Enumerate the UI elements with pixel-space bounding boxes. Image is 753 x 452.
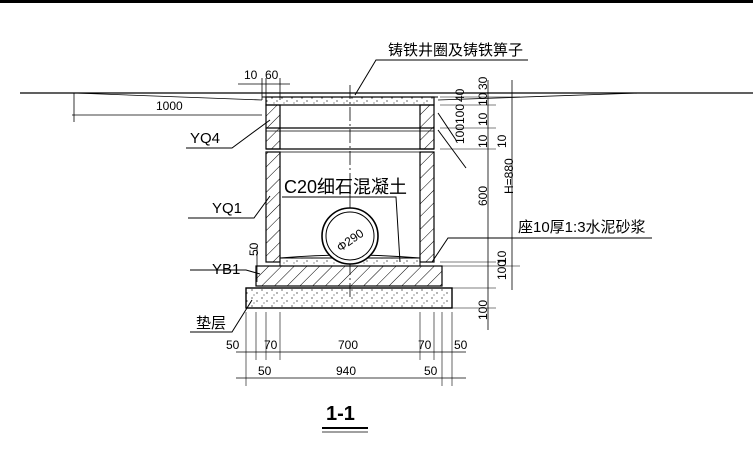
dim-top-10: 10 xyxy=(244,68,258,82)
dim-r-10d: 10 xyxy=(495,134,509,148)
yb1-label: YB1 xyxy=(212,261,240,278)
frame-top-border xyxy=(0,0,753,3)
ground-slope xyxy=(73,92,263,101)
cover-label: 铸铁井圈及铸铁箅子 xyxy=(388,42,523,59)
cover-leader xyxy=(354,59,528,96)
yq4-wall-left xyxy=(265,104,281,150)
pipe-inner xyxy=(325,211,375,261)
yq1-label: YQ1 xyxy=(212,200,242,217)
dim-r-10b: 10 xyxy=(476,112,490,126)
dim-r-100a: 100 xyxy=(453,104,467,124)
dim-r-10e: 10 xyxy=(495,250,509,264)
cushion-layer xyxy=(245,287,453,309)
dim-bottom2-50a: 50 xyxy=(258,364,272,378)
cushion-label: 垫层 xyxy=(196,315,226,332)
dim-r-100b: 100 xyxy=(453,124,467,144)
dim-r-H: H=880 xyxy=(502,158,516,194)
section-title: 1-1 xyxy=(326,403,355,425)
yq1-leader xyxy=(188,195,271,219)
dim-left-1000: 1000 xyxy=(156,99,183,113)
dim-r-30: 30 xyxy=(476,76,490,90)
dim-bottom-70a: 70 xyxy=(264,338,278,352)
concrete-label: C20细石混凝土 xyxy=(284,177,407,197)
mortar-label: 座10厚1:3水泥砂浆 xyxy=(518,218,646,236)
dim-bottom2-50b: 50 xyxy=(424,364,438,378)
pipe-outer xyxy=(321,207,379,265)
yq4-wall-right xyxy=(419,104,435,150)
dim-bottom2-940: 940 xyxy=(336,364,356,378)
ground-slope-r xyxy=(437,92,641,101)
dim-top-60: 60 xyxy=(265,68,279,82)
concrete-leader xyxy=(282,196,401,263)
cushion-leader xyxy=(190,299,253,333)
yq4-label: YQ4 xyxy=(190,130,220,147)
dim-bottom-50a: 50 xyxy=(226,338,240,352)
right-leader-1 xyxy=(437,112,457,141)
yq1-wall-right xyxy=(419,151,435,263)
mortar-leader xyxy=(431,237,652,263)
yq1-wall-left xyxy=(265,151,281,263)
dim-r-100d: 100 xyxy=(476,300,490,320)
dim-bottom-50b: 50 xyxy=(454,338,468,352)
dim-bottom-70b: 70 xyxy=(418,338,432,352)
dim-r-40: 40 xyxy=(453,88,467,102)
yb1-leader xyxy=(190,269,261,275)
dim-r-10a: 10 xyxy=(476,92,490,106)
dim-r-100c: 100 xyxy=(495,260,509,280)
dim-bottom-700: 700 xyxy=(338,338,358,352)
dim-left-50: 50 xyxy=(247,242,261,256)
dim-r-600: 600 xyxy=(476,186,490,206)
yb1-slab xyxy=(255,265,443,287)
yq4-leader xyxy=(186,119,271,149)
dim-r-10c: 10 xyxy=(476,134,490,148)
